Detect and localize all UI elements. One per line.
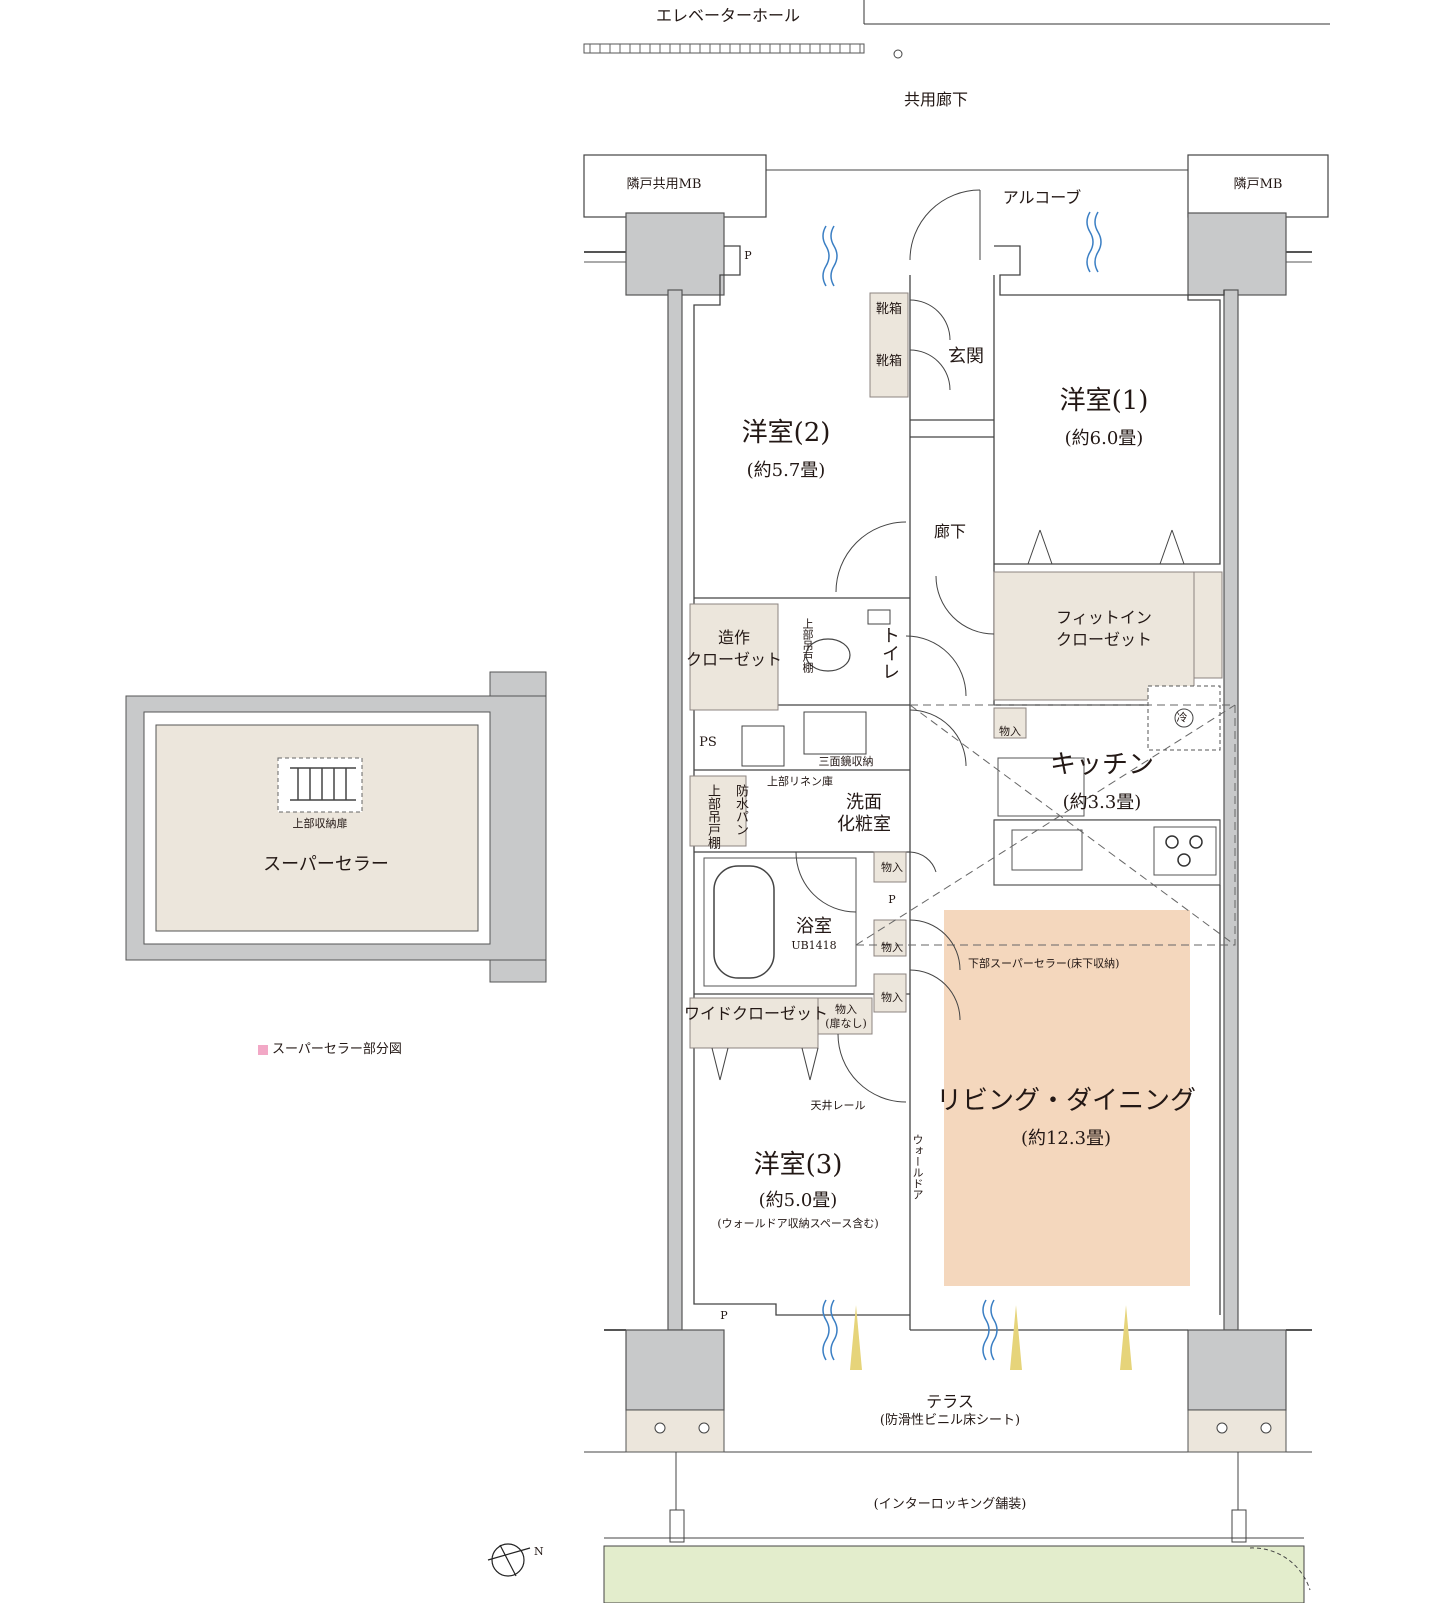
railing bbox=[583, 43, 865, 54]
linen-label: 上部リネン庫 bbox=[767, 775, 833, 788]
washroom-line1: 洗面 bbox=[846, 792, 882, 813]
built-closet-2: クローゼット bbox=[685, 650, 783, 669]
alcove-label: アルコーブ bbox=[1002, 188, 1082, 207]
upper-shelf-toilet: 上部吊戸棚 bbox=[801, 618, 814, 673]
western2-name: 洋室(2) bbox=[741, 418, 831, 448]
kitchen-name: キッチン bbox=[1049, 750, 1155, 780]
mirror-storage-label: 三面鏡収納 bbox=[818, 755, 874, 768]
under-floor-label: 下部スーパーセラー(床下収納) bbox=[968, 957, 1120, 970]
wall-door-label: ウォールドア bbox=[911, 1134, 924, 1200]
living-highlight bbox=[944, 910, 1190, 1286]
western3-note: (ウォールドア収納スペース含む) bbox=[717, 1217, 879, 1230]
living-name: リビング・ダイニング bbox=[935, 1086, 1197, 1116]
storage-3: 物入 bbox=[881, 991, 903, 1004]
elevator-hall-label: エレベーターホール bbox=[655, 6, 801, 25]
washroom-line2: 化粧室 bbox=[837, 814, 891, 835]
terrace-label: テラス bbox=[926, 1392, 974, 1411]
western2-size: (約5.7畳) bbox=[746, 460, 826, 481]
inset-upper-door: 上部収納扉 bbox=[292, 817, 348, 830]
shoe-box-2: 靴箱 bbox=[875, 354, 903, 369]
terrace-note: (防滑性ビニル床シート) bbox=[879, 1413, 1021, 1428]
fit-in-closet-1: フィットイン bbox=[1056, 608, 1152, 627]
pipe-label-bottom: P bbox=[720, 1309, 728, 1322]
pipe-label-top: P bbox=[744, 249, 752, 262]
legend-marker bbox=[258, 1045, 268, 1055]
compass-icon bbox=[487, 1543, 531, 1577]
common-corridor-label: 共用廊下 bbox=[903, 90, 969, 109]
inset-super-cellar: スーパーセラー bbox=[263, 854, 389, 875]
neighbor-shared-mb-label: 隣戸共用MB bbox=[626, 177, 702, 192]
bath-label: 浴室 bbox=[796, 916, 832, 937]
neighbor-mb-label: 隣戸MB bbox=[1233, 177, 1283, 192]
western1-size: (約6.0畳) bbox=[1064, 428, 1144, 449]
western1-name: 洋室(1) bbox=[1059, 386, 1149, 416]
ceiling-rail-label: 天井レール bbox=[810, 1099, 866, 1112]
waterproof-pan-label: 防水パン bbox=[733, 784, 748, 836]
storage-2: 物入 bbox=[881, 941, 903, 954]
legend-label: スーパーセラー部分図 bbox=[272, 1042, 402, 1057]
storage-kitchen: 物入 bbox=[999, 725, 1021, 738]
paving-label: (インターロッキング舗装) bbox=[873, 1497, 1027, 1512]
storage-no-door-2: (扉なし) bbox=[825, 1017, 867, 1030]
western3-name: 洋室(3) bbox=[753, 1150, 843, 1180]
bath-unit-label: UB1418 bbox=[791, 939, 837, 952]
built-closet-1: 造作 bbox=[717, 628, 751, 647]
kitchen-size: (約3.3畳) bbox=[1062, 792, 1142, 813]
pipe-label-mid: P bbox=[888, 893, 896, 906]
fridge-icon: 冷 bbox=[1176, 711, 1188, 724]
garden bbox=[603, 1545, 1305, 1603]
entrance-label: 玄関 bbox=[948, 346, 984, 367]
compass-north: N bbox=[534, 1545, 544, 1558]
storage-1: 物入 bbox=[881, 861, 903, 874]
shoe-box-1: 靴箱 bbox=[875, 302, 903, 317]
wide-closet-label: ワイドクローゼット bbox=[683, 1004, 829, 1023]
upper-shelf-wash: 上部吊戸棚 bbox=[705, 784, 720, 849]
hallway-label: 廊下 bbox=[933, 522, 967, 541]
fit-in-closet-2: クローゼット bbox=[1055, 630, 1153, 649]
super-cellar-inset bbox=[125, 671, 547, 983]
western3-size: (約5.0畳) bbox=[758, 1190, 838, 1211]
ps-label: PS bbox=[699, 735, 717, 750]
living-size: (約12.3畳) bbox=[1020, 1128, 1112, 1149]
toilet-label: トイレ bbox=[879, 626, 900, 680]
storage-no-door-1: 物入 bbox=[835, 1003, 857, 1016]
